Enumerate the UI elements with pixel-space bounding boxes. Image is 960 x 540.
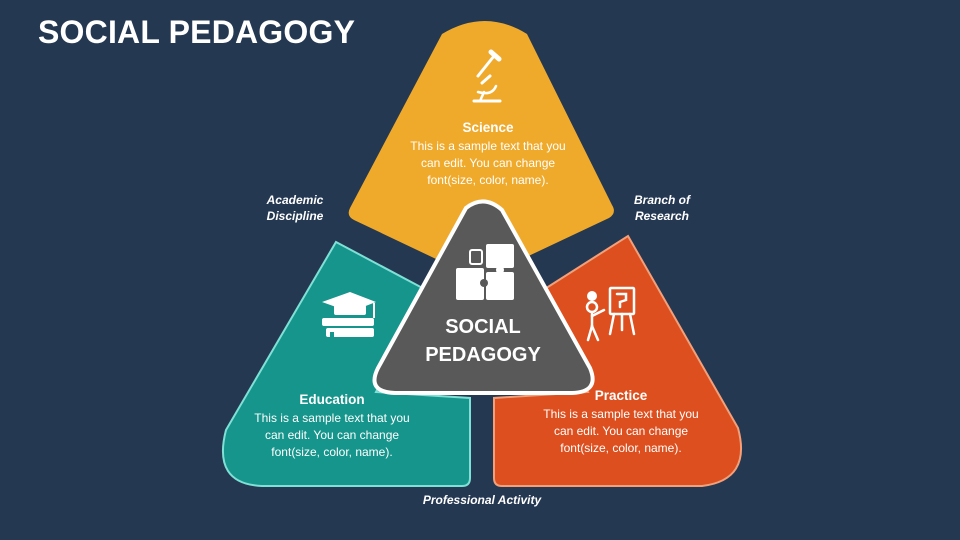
science-line-1: This is a sample text that you — [410, 139, 566, 153]
education-shape — [221, 240, 471, 487]
connector-academic-discipline: Academic Discipline — [255, 192, 335, 224]
science-box: Science This is a sample text that you c… — [388, 120, 588, 189]
education-text: This is a sample text that you can edit.… — [232, 410, 432, 461]
practice-heading: Practice — [594, 388, 648, 403]
practice-line-2: can edit. You can change — [553, 424, 689, 438]
connector-branch-line-1: Branch of — [633, 193, 690, 207]
connector-academic-line-2: Discipline — [266, 209, 324, 223]
science-shape — [348, 21, 614, 268]
science-heading: Science — [462, 120, 514, 135]
practice-shape — [493, 234, 743, 487]
connector-branch-line-2: Research — [634, 209, 690, 223]
science-text: This is a sample text that you can edit.… — [388, 138, 588, 189]
education-line-2: can edit. You can change — [264, 428, 400, 442]
education-box: Education This is a sample text that you… — [232, 392, 432, 461]
center-label: SOCIAL PEDAGOGY — [383, 313, 583, 369]
center-label-line-1: SOCIAL — [445, 316, 521, 338]
education-line-3: font(size, color, name). — [271, 445, 393, 459]
practice-box: Practice This is a sample text that you … — [521, 388, 721, 457]
connector-branch-of-research: Branch of Research — [622, 192, 702, 224]
science-line-3: font(size, color, name). — [427, 173, 549, 187]
microscope-icon — [472, 49, 502, 103]
practice-line-3: font(size, color, name). — [560, 441, 682, 455]
graduation-cap-books-icon — [322, 292, 376, 340]
puzzle-icon — [456, 244, 514, 300]
education-line-1: This is a sample text that you — [254, 411, 410, 425]
page-title: SOCIAL PEDAGOGY — [38, 14, 356, 50]
connector-academic-line-1: Academic — [266, 193, 324, 207]
connector-professional-line-1: Professional Activity — [422, 493, 542, 507]
practice-text: This is a sample text that you can edit.… — [521, 406, 721, 457]
science-line-2: can edit. You can change — [420, 156, 556, 170]
connector-professional-activity: Professional Activity — [402, 492, 562, 508]
practice-line-1: This is a sample text that you — [543, 407, 699, 421]
presenter-board-icon — [585, 286, 636, 342]
center-label-line-2: PEDAGOGY — [425, 344, 541, 366]
education-heading: Education — [299, 392, 365, 407]
